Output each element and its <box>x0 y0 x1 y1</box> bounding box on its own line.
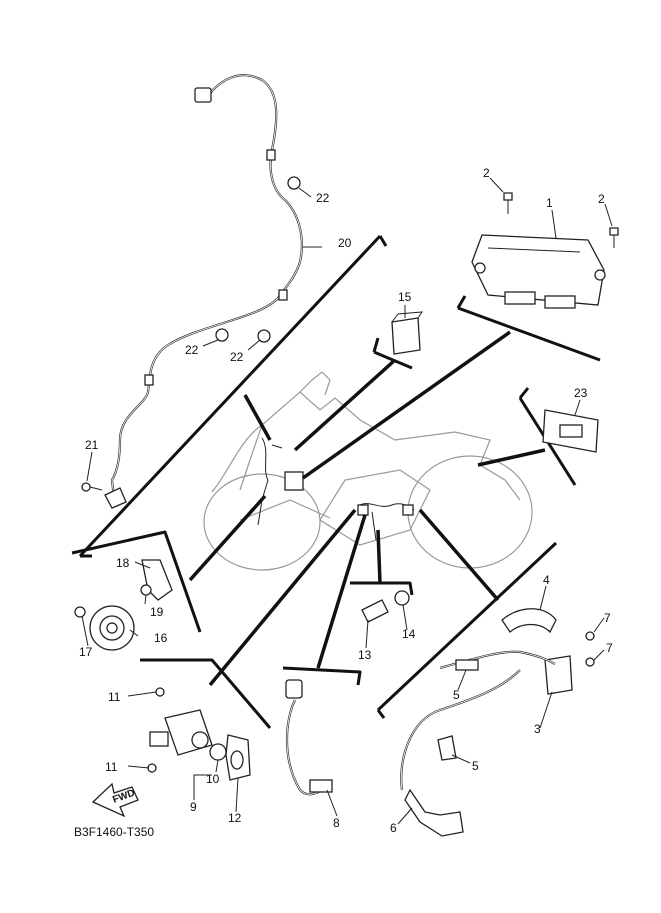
callout-4: 4 <box>543 573 550 587</box>
callout-14: 14 <box>402 627 416 641</box>
callout-16: 16 <box>154 631 168 645</box>
callout-12: 12 <box>228 811 242 825</box>
sensor-harness-20 <box>81 74 303 509</box>
ecu-part-1 <box>471 192 619 309</box>
callout-2: 2 <box>483 166 490 180</box>
central-harness <box>257 437 415 541</box>
callout-18: 18 <box>116 556 130 570</box>
callout-3: 3 <box>534 722 541 736</box>
horn-part-16 <box>74 559 173 651</box>
callout-5: 5 <box>472 759 479 773</box>
module-part-23 <box>542 409 599 453</box>
motorcycle-silhouette <box>203 371 533 571</box>
valve-part-9 <box>147 687 251 781</box>
sensor-part-13 <box>361 590 410 623</box>
callout-21: 21 <box>85 438 99 452</box>
callout-13: 13 <box>358 648 372 662</box>
callout-10: 10 <box>206 772 220 786</box>
diagram-code: B3F1460-T350 <box>74 825 154 839</box>
ignition-coil-part-3 <box>400 608 595 837</box>
callout-23: 23 <box>574 386 588 400</box>
callout-11: 11 <box>108 690 121 704</box>
section-brackets <box>71 234 601 729</box>
relay-part-15 <box>391 311 423 355</box>
callout-17: 17 <box>79 645 93 659</box>
callout-leaders <box>81 177 613 825</box>
callout-8: 8 <box>333 816 340 830</box>
callout-22: 22 <box>316 191 330 205</box>
callout-2: 2 <box>598 192 605 206</box>
callout-6: 6 <box>390 821 397 835</box>
callout-9: 9 <box>190 800 197 814</box>
callout-19: 19 <box>150 605 164 619</box>
callout-5: 5 <box>453 688 460 702</box>
callout-20: 20 <box>338 236 352 250</box>
callout-7: 7 <box>604 611 611 625</box>
callout-22: 22 <box>230 350 244 364</box>
callout-1: 1 <box>546 196 553 210</box>
callout-22: 22 <box>185 343 199 357</box>
forward-arrow: FWD <box>91 782 139 818</box>
callout-15: 15 <box>398 290 412 304</box>
callout-labels: 1 2 2 3 4 5 5 6 7 7 8 9 10 11 11 12 13 1… <box>79 166 613 835</box>
callout-11: 11 <box>105 760 118 774</box>
callout-7: 7 <box>606 641 613 655</box>
sensor-part-8 <box>285 679 333 796</box>
leader-lines <box>188 330 546 687</box>
